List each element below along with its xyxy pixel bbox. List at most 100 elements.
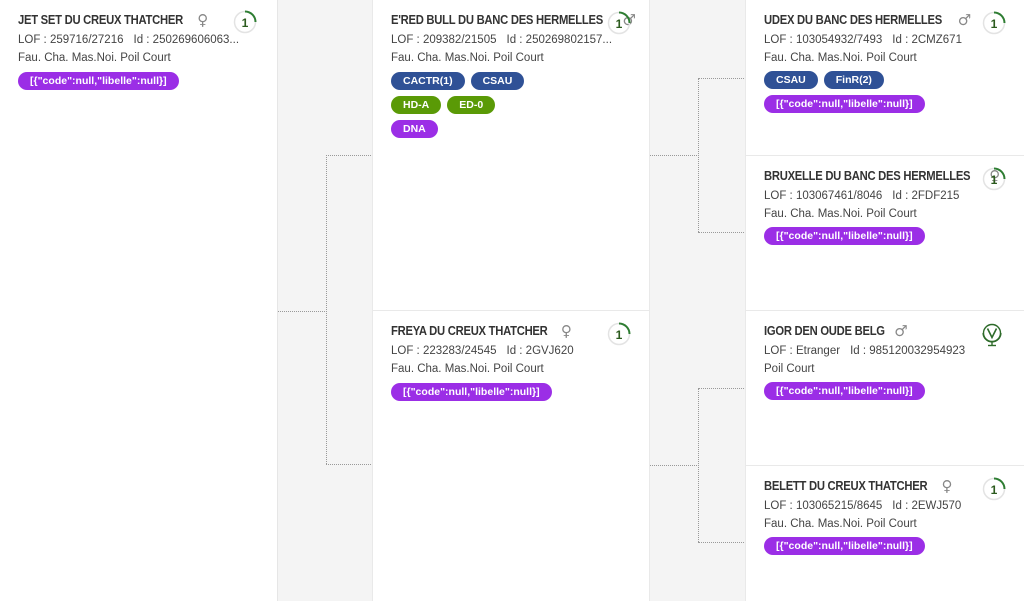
female-icon: ♀ — [941, 476, 953, 495]
connector-to-sire-dam — [698, 232, 746, 233]
lof-number: LOF : 103065215/8645 — [764, 500, 883, 512]
dog-card-dam[interactable]: FREYA DU CREUX THATCHER ♀ LOF : 223283/2… — [373, 311, 649, 601]
progress-badge[interactable]: 1 — [982, 477, 1006, 501]
dog-description: Fau. Cha. Mas.Noi. Poil Court — [764, 208, 917, 220]
connector-sire-out — [649, 155, 699, 156]
connector-to-dam — [326, 464, 373, 465]
tag-badge[interactable]: [{"code":null,"libelle":null}] — [18, 72, 179, 90]
progress-badge[interactable]: 1 — [607, 11, 631, 35]
dog-description: Fau. Cha. Mas.Noi. Poil Court — [18, 52, 171, 64]
connector-parents-vertical — [326, 155, 327, 464]
tag-badge[interactable]: HD-A — [391, 96, 442, 114]
dog-description: Fau. Cha. Mas.Noi. Poil Court — [391, 52, 544, 64]
globe-icon[interactable] — [980, 322, 1004, 347]
tag-badge[interactable]: [{"code":null,"libelle":null}] — [764, 382, 925, 400]
connector-to-sire — [326, 155, 373, 156]
id-number: Id : 2EWJ570 — [892, 500, 962, 512]
progress-badge[interactable]: 1 — [982, 167, 1006, 191]
badge-number: 1 — [990, 173, 998, 187]
progress-arc-icon — [607, 11, 631, 35]
tag-list: [{"code":null,"libelle":null}] — [391, 383, 591, 401]
tag-badge[interactable]: CSAU — [764, 71, 818, 89]
tag-badge[interactable]: [{"code":null,"libelle":null}] — [391, 383, 552, 401]
dog-name-row: IGOR DEN OUDE BELG ♂ — [764, 322, 1006, 340]
dog-name-row: FREYA DU CREUX THATCHER ♀ — [391, 322, 631, 340]
progress-badge[interactable]: 1 — [607, 322, 631, 346]
lof-number: LOF : 223283/24545 — [391, 345, 497, 357]
dog-identifiers: LOF : 209382/21505 Id : 250269802157... — [391, 33, 612, 48]
dog-description: Fau. Cha. Mas.Noi. Poil Court — [764, 518, 917, 530]
id-number: Id : 2CMZ671 — [892, 34, 962, 46]
progress-badge[interactable]: 1 — [233, 10, 257, 34]
dog-card-subject[interactable]: JET SET DU CREUX THATCHER ♀ LOF : 259716… — [0, 0, 277, 601]
id-number: Id : 250269802157... — [506, 34, 613, 46]
tag-badge[interactable]: DNA — [391, 120, 438, 138]
connector-to-sire-sire — [698, 78, 746, 79]
dog-name[interactable]: E'RED BULL DU BANC DES HERMELLES — [391, 13, 603, 27]
dog-name-row: BRUXELLE DU BANC DES HERMELLES ♀ — [764, 167, 1006, 185]
id-number: Id : 250269606063... — [133, 34, 240, 46]
connector-to-dam-sire — [698, 388, 746, 389]
tag-badge[interactable]: ED-0 — [447, 96, 496, 114]
tag-list: [{"code":null,"libelle":null}] — [764, 382, 964, 400]
badge-number: 1 — [241, 16, 249, 30]
connector-to-dam-dam — [698, 542, 746, 543]
tag-badge[interactable]: FinR(2) — [823, 71, 884, 89]
male-icon: ♂ — [957, 10, 972, 29]
dog-description: Fau. Cha. Mas.Noi. Poil Court — [391, 363, 544, 375]
dog-card-sire-dam[interactable]: BRUXELLE DU BANC DES HERMELLES ♀ LOF : 1… — [746, 156, 1024, 311]
dog-name[interactable]: BELETT DU CREUX THATCHER — [764, 479, 928, 493]
progress-arc-icon — [982, 167, 1006, 191]
male-icon: ♂ — [894, 321, 908, 340]
progress-arc-icon — [233, 10, 257, 34]
dog-card-sire-sire[interactable]: UDEX DU BANC DES HERMELLES ♂ LOF : 10305… — [746, 0, 1024, 155]
badge-number: 1 — [990, 17, 998, 31]
female-icon: ♀ — [197, 10, 209, 29]
tag-badge[interactable]: CSAU — [470, 72, 525, 90]
dog-name-row: UDEX DU BANC DES HERMELLES ♂ — [764, 11, 1006, 29]
id-number: Id : 2FDF215 — [892, 190, 960, 202]
tag-badge[interactable]: [{"code":null,"libelle":null}] — [764, 95, 925, 113]
dog-name[interactable]: UDEX DU BANC DES HERMELLES — [764, 13, 943, 27]
lof-number: LOF : Etranger — [764, 345, 841, 357]
dog-description: Fau. Cha. Mas.Noi. Poil Court — [764, 52, 917, 64]
female-icon: ♀ — [989, 166, 1001, 185]
tag-badge[interactable]: [{"code":null,"libelle":null}] — [764, 227, 925, 245]
dog-card-sire[interactable]: E'RED BULL DU BANC DES HERMELLES ♂ LOF :… — [373, 0, 649, 310]
dog-name-row: BELETT DU CREUX THATCHER ♀ — [764, 477, 1006, 495]
tag-list: [{"code":null,"libelle":null}] — [764, 537, 964, 555]
tag-badge[interactable]: CACTR(1) — [391, 72, 465, 90]
dog-name-row: JET SET DU CREUX THATCHER ♀ — [18, 11, 259, 29]
lof-number: LOF : 103054932/7493 — [764, 34, 883, 46]
dog-name[interactable]: JET SET DU CREUX THATCHER — [18, 13, 183, 27]
badge-number: 1 — [990, 483, 998, 497]
tag-badge[interactable]: [{"code":null,"libelle":null}] — [764, 537, 925, 555]
progress-arc-icon — [982, 477, 1006, 501]
dog-name[interactable]: BRUXELLE DU BANC DES HERMELLES — [764, 169, 971, 183]
dog-identifiers: LOF : 103054932/7493 Id : 2CMZ671 — [764, 33, 976, 48]
dog-name[interactable]: FREYA DU CREUX THATCHER — [391, 324, 548, 338]
connector-sire-vertical — [698, 78, 699, 232]
connector-subject — [277, 311, 327, 312]
dog-identifiers: LOF : 103067461/8046 Id : 2FDF215 — [764, 189, 976, 204]
female-icon: ♀ — [560, 321, 572, 340]
progress-badge[interactable]: 1 — [982, 11, 1006, 35]
lof-number: LOF : 209382/21505 — [391, 34, 497, 46]
dog-name-row: E'RED BULL DU BANC DES HERMELLES ♂ — [391, 11, 636, 29]
dog-name[interactable]: IGOR DEN OUDE BELG — [764, 324, 885, 338]
dog-card-dam-dam[interactable]: BELETT DU CREUX THATCHER ♀ LOF : 1030652… — [746, 466, 1024, 601]
progress-arc-icon — [607, 322, 631, 346]
lof-number: LOF : 103067461/8046 — [764, 190, 883, 202]
badge-number: 1 — [615, 328, 623, 342]
tag-list: [{"code":null,"libelle":null}] — [18, 72, 218, 90]
progress-arc-icon — [982, 11, 1006, 35]
dog-description: Poil Court — [764, 363, 815, 375]
connector-dam-out — [649, 465, 699, 466]
badge-number: 1 — [615, 17, 623, 31]
